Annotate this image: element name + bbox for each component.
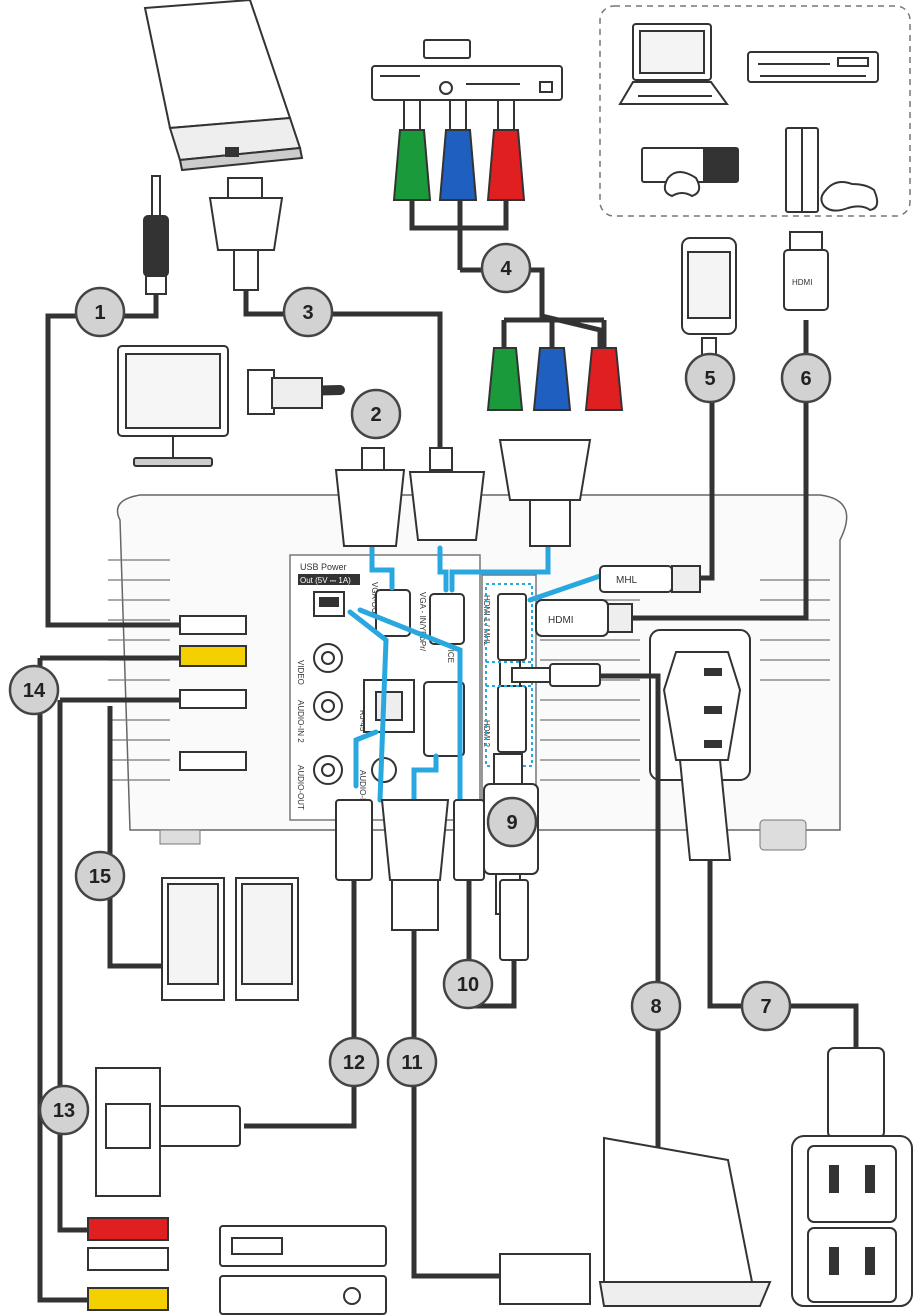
callout-14: 14	[8, 664, 60, 716]
callout-9: 9	[486, 796, 538, 848]
rca-component-top	[392, 99, 603, 350]
callout-11: 11	[386, 1036, 438, 1088]
callout-2: 2	[350, 388, 402, 440]
usb-power-out-label: Out (5V ⎓ 1A)	[300, 576, 351, 585]
hdmi-connector: HDMI	[535, 320, 809, 637]
svg-text:9: 9	[506, 812, 517, 834]
dvi-connector	[334, 447, 406, 547]
svg-text:15: 15	[89, 866, 111, 888]
laptop-top-icon	[143, 0, 304, 172]
audio-in1-label: AUDIO-IN 1	[358, 770, 367, 813]
monitor-icon	[117, 345, 229, 467]
usb-power-label: USB Power	[300, 562, 347, 572]
laptop-icon	[618, 23, 729, 105]
rj45-cable	[149, 799, 373, 1147]
audio-out-plugs	[40, 615, 247, 771]
audio-out-label: AUDIO-OUT	[296, 765, 305, 810]
hdmi1-port	[497, 593, 527, 661]
callout-15: 15	[74, 850, 126, 902]
hdmi-cable-top: HDMI	[783, 231, 829, 311]
svg-text:4: 4	[500, 258, 512, 280]
vga-in-port	[429, 593, 465, 645]
rj45-label: RJ-45	[358, 710, 367, 732]
callout-markers: 1 2 3 4 5 6 7 8 9 10 11 12 13 14 15	[8, 242, 832, 1136]
wall-outlet-icon	[791, 1135, 913, 1307]
serial-cable	[380, 799, 500, 1279]
svg-text:5: 5	[704, 368, 715, 390]
signal-arrows	[347, 543, 603, 803]
vga-connector-top	[208, 177, 443, 480]
hdmi1-label: HDMI 1 / MHL	[482, 595, 491, 646]
svg-text:HDMI: HDMI	[548, 615, 574, 626]
svg-text:MHL: MHL	[616, 575, 638, 586]
vga-out-label: VGA-OUT	[370, 582, 379, 619]
video-label: VIDEO	[296, 660, 305, 685]
hdmi2-port	[497, 685, 527, 753]
dvd-player-icon	[371, 39, 563, 101]
smartphone-icon	[681, 237, 737, 361]
svg-text:HDMI: HDMI	[792, 278, 812, 287]
power-cable	[678, 759, 885, 1139]
vga-connector-projector	[408, 447, 486, 541]
bluray-player-icon	[747, 51, 879, 83]
svg-text:14: 14	[23, 680, 46, 702]
av-cables-left	[37, 658, 88, 1303]
audio-in1-port	[371, 757, 397, 783]
callout-3: 3	[282, 286, 334, 338]
svg-text:8: 8	[650, 996, 661, 1018]
rs232-port	[423, 681, 465, 757]
svg-text:12: 12	[343, 1052, 365, 1074]
callout-10: 10	[442, 958, 494, 1010]
vcr-icon	[219, 1225, 387, 1267]
callout-8: 8	[630, 980, 682, 1032]
laptop-bottom-icon	[499, 1136, 772, 1307]
callout-13: 13	[38, 1084, 90, 1136]
dvi-cable	[247, 369, 345, 415]
svg-text:13: 13	[53, 1100, 75, 1122]
ps-console-icon	[785, 127, 879, 213]
callout-4: 4	[480, 242, 532, 294]
rca-component-bottom	[486, 317, 624, 547]
callout-1: 1	[74, 286, 126, 338]
mhl-connector: MHL	[599, 360, 715, 593]
game-console-icon	[641, 147, 739, 198]
svg-text:11: 11	[401, 1052, 422, 1074]
projector-body	[108, 494, 848, 851]
svg-text:7: 7	[760, 996, 771, 1018]
callout-6: 6	[780, 352, 832, 404]
panel-ports	[313, 589, 527, 785]
svg-text:2: 2	[370, 404, 381, 426]
audio-jack-connector	[45, 175, 200, 628]
svg-text:1: 1	[94, 302, 105, 324]
svg-text:3: 3	[302, 302, 313, 324]
callout-12: 12	[328, 1036, 380, 1088]
usb-cables	[453, 799, 529, 1009]
source-devices-group	[599, 5, 911, 217]
callout-7: 7	[740, 980, 792, 1032]
vga-in-label: VGA - IN/YPbPr/	[418, 592, 427, 653]
network-wall-socket	[95, 1067, 161, 1197]
audio-in2-label: AUDIO-IN 2	[296, 700, 305, 743]
rca-av-bottom	[87, 1217, 169, 1311]
speakers-icon	[107, 706, 299, 1001]
av-receiver-icon	[219, 1275, 387, 1315]
svg-text:6: 6	[800, 368, 811, 390]
svg-text:10: 10	[457, 974, 479, 996]
callout-5: 5	[684, 352, 736, 404]
